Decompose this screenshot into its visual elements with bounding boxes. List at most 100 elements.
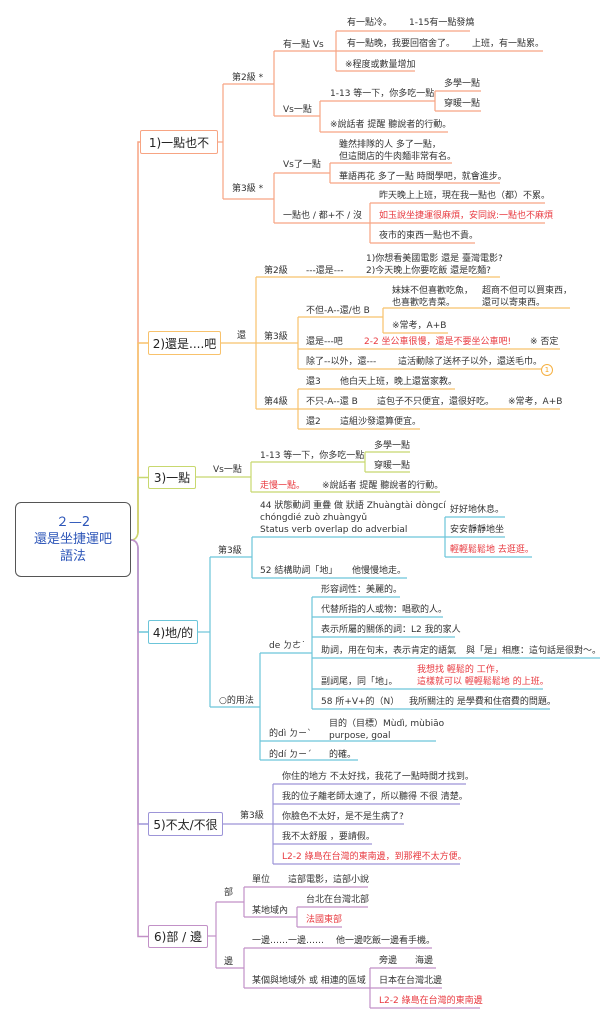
branch-2-node[interactable]: 這包子不只便宜，還很好吃。	[377, 397, 495, 407]
branch-1-node[interactable]: 穿暖一點	[444, 99, 481, 109]
branch-2-node[interactable]: 妹妹不但喜歡吃魚，	[392, 286, 474, 296]
branch-5-node[interactable]: 第3級	[240, 811, 264, 821]
branch-2-node[interactable]: 不但-A--還/也 B	[306, 306, 370, 316]
branch-1-node[interactable]: 多學一點	[444, 79, 481, 89]
branch-1-node[interactable]: 1-13 等一下，你多吃一點	[330, 89, 435, 99]
branch-2-node[interactable]: 第2級	[264, 266, 288, 276]
branch-2-node[interactable]: ※ 否定	[530, 337, 559, 347]
branch-1-node[interactable]: 昨天晚上上班，現在我一點也（都）不累。	[379, 191, 551, 201]
branch-2-node[interactable]: 1)你想看美國電影 還是 臺灣電影?	[366, 254, 503, 264]
branch-4-node[interactable]: 助詞，用在句末，表示肯定的語氣	[321, 646, 457, 656]
branch-1-node[interactable]: 第2級 *	[232, 73, 264, 83]
branch-6-node[interactable]: 海邊	[415, 956, 434, 966]
branch-4-node[interactable]: 代替所指的人或物：唱歌的人。	[321, 605, 448, 615]
branch-6-node[interactable]: 某個與地域外 或 相連的區域	[252, 976, 366, 986]
branch-4-node[interactable]: 52 結構助詞「地」	[260, 566, 338, 576]
branch-topic-5[interactable]: 5)不太/不很	[148, 812, 223, 836]
branch-6-node[interactable]: 他一邊吃飯一邊看手機。	[336, 936, 436, 946]
branch-2-node[interactable]: 他白天上班，晚上還當家教。	[340, 377, 458, 387]
branch-6-node[interactable]: 旁邊	[379, 956, 398, 966]
branch-2-node[interactable]: 還2	[306, 417, 321, 427]
branch-1-node[interactable]: ※說話者 提醒 聽說者的行動。	[330, 120, 452, 130]
branch-4-node[interactable]: 44 狀態動詞 重疊 做 狀語 Zhuàngtài dòngcí	[260, 501, 446, 511]
branch-3-node[interactable]: ※說話者 提醒 聽說者的行動。	[322, 481, 444, 491]
branch-topic-6[interactable]: 6)部 / 邊	[148, 925, 208, 948]
branch-3-node[interactable]: 1-13 等一下，你多吃一點	[260, 451, 365, 461]
branch-3-node[interactable]: 走慢一點。	[260, 481, 306, 491]
branch-2-node[interactable]: 這活動除了送杯子以外，還送毛巾。	[398, 357, 543, 367]
branch-2-node[interactable]: 還是---吧	[306, 337, 343, 347]
branch-1-node[interactable]: 1-15有一點發燒	[409, 18, 475, 28]
branch-3-node[interactable]: Vs一點	[213, 465, 242, 475]
branch-4-node[interactable]: 副詞尾，同「地」。	[321, 677, 398, 687]
branch-4-node[interactable]: 這樣就可以 輕輕鬆鬆地 的上班。	[417, 677, 549, 687]
branch-4-node[interactable]: 目的（目標）Mùdì, mùbiāo	[329, 719, 445, 729]
branch-1-node[interactable]: 如玉說坐捷運很麻煩，安同說:一點也不麻煩	[379, 211, 554, 221]
branch-5-node[interactable]: 你住的地方 不太好找，我花了一點時間才找到。	[282, 772, 474, 782]
branch-2-node[interactable]: 第3級	[264, 332, 288, 342]
branch-2-node[interactable]: 還可以寄東西。	[482, 298, 546, 308]
branch-1-node[interactable]: Vs了一點	[283, 160, 321, 170]
branch-6-node[interactable]: 日本在台灣北邊	[379, 976, 443, 986]
branch-4-node[interactable]: 好好地休息。	[450, 505, 505, 515]
branch-5-node[interactable]: L2-2 綠島在台灣的東南邊，到那裡不太方便。	[282, 852, 467, 862]
branch-1-node[interactable]: 有一點晚，我要回宿舍了。	[347, 39, 456, 49]
branch-2-node[interactable]: 第4級	[264, 397, 288, 407]
branch-3-node[interactable]: 多學一點	[374, 441, 411, 451]
branch-1-node[interactable]: Vs一點	[283, 105, 312, 115]
branch-6-node[interactable]: 法國東部	[306, 915, 343, 925]
branch-2-node[interactable]: 還	[237, 331, 247, 341]
branch-2-node[interactable]: 除了--以外，還---	[306, 357, 377, 367]
branch-2-node[interactable]: 這組沙發還算便宜。	[340, 417, 422, 427]
branch-1-node[interactable]: 有一點冷。	[347, 18, 393, 28]
branch-topic-1[interactable]: 1)一點也不	[140, 130, 218, 154]
branch-2-node[interactable]: 2-2 坐公車很慢，還是不要坐公車吧!	[364, 337, 512, 347]
branch-4-node[interactable]: 形容詞性：美麗的。	[321, 585, 403, 595]
branch-4-node[interactable]: ○的用法	[219, 696, 254, 706]
branch-4-node[interactable]: 的確。	[329, 750, 357, 760]
branch-2-node[interactable]: 不只-A--還 B	[306, 397, 358, 407]
branch-4-node[interactable]: purpose, goal	[329, 731, 391, 741]
root-topic[interactable]: ２—2 還是坐捷運吧 語法	[15, 502, 131, 577]
branch-4-node[interactable]: de ㄉㄜ˙	[269, 641, 306, 651]
branch-3-node[interactable]: 穿暖一點	[374, 461, 411, 471]
branch-topic-2[interactable]: 2)還是....吧	[148, 331, 221, 355]
branch-topic-3[interactable]: 3)一點	[148, 466, 196, 489]
branch-2-node[interactable]: ---還是---	[306, 266, 344, 276]
branch-2-node[interactable]: 也喜歡吃青菜。	[392, 298, 456, 308]
branch-1-node[interactable]: ※程度或數量增加	[345, 60, 416, 70]
branch-5-node[interactable]: 你臉色不太好，是不是生病了?	[282, 812, 404, 822]
branch-4-node[interactable]: 我所關注的 是學費和住宿費的問題。	[409, 697, 556, 707]
branch-5-node[interactable]: 我不太舒服 ，要請假。	[282, 832, 375, 842]
branch-6-node[interactable]: 某地域內	[252, 906, 289, 916]
branch-6-node[interactable]: 單位	[252, 875, 271, 885]
branch-4-node[interactable]: 第3級	[218, 546, 242, 556]
branch-1-node[interactable]: 上班，有一點累。	[472, 39, 545, 49]
branch-topic-4[interactable]: 4)地/的	[148, 620, 198, 644]
branch-2-node[interactable]: ※常考，A+B	[392, 321, 447, 331]
branch-2-node[interactable]: 2)今天晚上你要吃飯 還是吃麵?	[366, 266, 491, 276]
branch-5-node[interactable]: 我的位子離老師太遠了，所以聽得 不很 清楚。	[282, 792, 468, 802]
branch-1-node[interactable]: 一點也 / 都+不 / 沒	[283, 211, 363, 221]
branch-1-node[interactable]: 華語再花 多了一點 時間學吧，就會進步。	[339, 172, 507, 182]
branch-1-node[interactable]: 夜市的東西一點也不貴。	[379, 231, 479, 241]
branch-1-node[interactable]: 雖然排隊的人 多了一點，	[339, 140, 441, 150]
branch-1-node[interactable]: 第3級 *	[232, 184, 264, 194]
branch-4-node[interactable]: 安安靜靜地坐	[450, 525, 505, 535]
branch-4-node[interactable]: 他慢慢地走。	[352, 566, 407, 576]
branch-6-node[interactable]: L2-2 綠島在台灣的東南邊	[379, 996, 483, 1006]
branch-4-node[interactable]: 我想找 輕鬆的 工作，	[417, 665, 504, 675]
branch-4-node[interactable]: 與「是」相應：這句話是很對～。	[466, 646, 602, 656]
branch-2-node[interactable]: 還3	[306, 377, 321, 387]
branch-2-node[interactable]: ※常考，A+B	[508, 397, 563, 407]
branch-4-node[interactable]: 表示所屬的關係的詞：L2 我的家人	[321, 625, 461, 635]
branch-4-node[interactable]: Status verb overlap do adverbial	[260, 525, 408, 535]
branch-4-node[interactable]: 58 所+V+的（N）	[321, 697, 400, 707]
branch-4-node[interactable]: 的dì ㄉㄧˋ	[269, 729, 312, 739]
branch-6-node[interactable]: 部	[224, 888, 234, 898]
branch-1-node[interactable]: 但這間店的牛肉麵非常有名。	[339, 152, 457, 162]
branch-6-node[interactable]: 這部電影，這部小說	[288, 875, 370, 885]
branch-4-node[interactable]: chóngdié zuò zhuàngyǔ	[260, 513, 368, 523]
number-marker-icon[interactable]: 1	[541, 364, 553, 376]
branch-6-node[interactable]: 邊	[224, 957, 234, 967]
